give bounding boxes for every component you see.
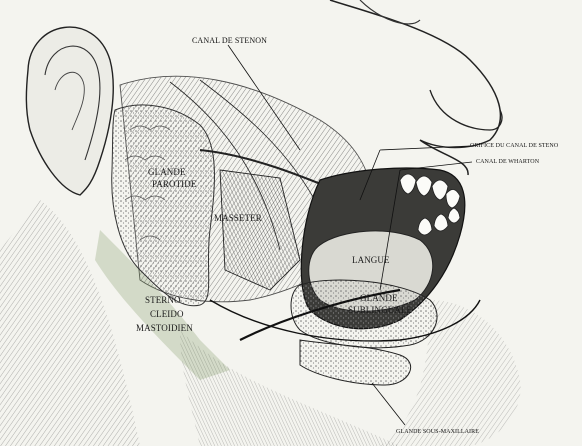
label-orifice-stenon: ORIFICE DU CANAL DE STENO xyxy=(470,142,558,151)
label-cleido: CLEIDO xyxy=(150,310,184,319)
label-mastoidien: MASTOIDIEN xyxy=(136,324,193,333)
label-canal-wharton: CANAL DE WHARTON xyxy=(476,158,539,167)
label-parotide: PAROTIDE xyxy=(152,180,196,189)
label-glande-sublinguale-1: GLANDE xyxy=(360,294,398,303)
label-glande: GLANDE xyxy=(148,168,186,177)
label-canal-stenon: CANAL DE STENON xyxy=(192,36,267,45)
label-glande-sublinguale-2: SUBLINGUALE xyxy=(348,306,412,315)
label-sterno: STERNO xyxy=(145,296,181,305)
label-masseter: MASSETER xyxy=(214,214,262,223)
label-langue: LANGUE xyxy=(352,256,390,265)
label-glande-sous-maxillaire: GLANDE SOUS-MAXILLAIRE xyxy=(396,428,479,437)
